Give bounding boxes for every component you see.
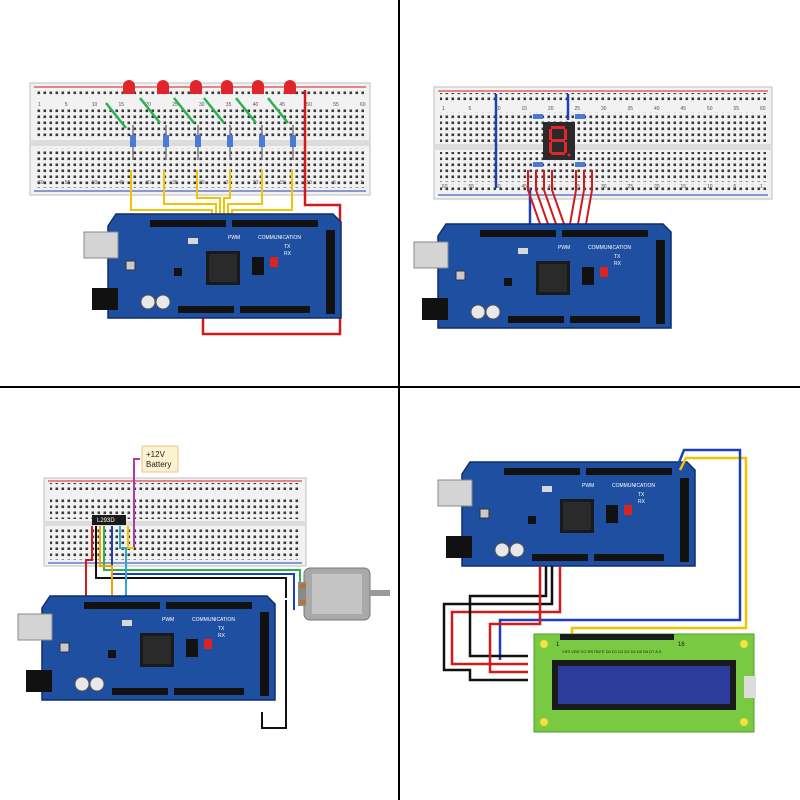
dc-motor: [298, 567, 390, 621]
panel-dc-motor: +12V Battery L293D: [17, 445, 390, 729]
breadboard-number: 20: [548, 106, 554, 112]
breadboard-number: 5: [65, 102, 68, 108]
breadboard-number: 35: [172, 180, 178, 186]
breadboard-number: 25: [575, 106, 581, 112]
resistors: [533, 114, 585, 167]
breadboard-number: 45: [280, 102, 286, 108]
breadboard-number: 55: [734, 106, 740, 112]
led-5: [252, 80, 264, 94]
breadboard-column-numbers: 1605551050154520402535303035254020451550…: [38, 102, 366, 186]
breadboard-number: 40: [145, 180, 151, 186]
breadboard: [43, 477, 307, 567]
breadboard-number: 55: [469, 184, 475, 190]
breadboard-number: 35: [628, 106, 634, 112]
breadboard-number: 45: [119, 180, 125, 186]
chip-label: L293D: [97, 518, 115, 524]
panel-led-chaser: 1605551050154520402535303035254020451550…: [29, 80, 371, 336]
led-row: [123, 80, 296, 94]
breadboard-number: 10: [306, 180, 312, 186]
breadboard-number: 60: [442, 184, 448, 190]
breadboard-number: 25: [628, 184, 634, 190]
arduino-mega-board: [413, 223, 672, 329]
lcd-pin-start: 1: [556, 642, 560, 648]
arduino-mega-board: [83, 213, 342, 319]
breadboard-number: 60: [760, 106, 766, 112]
led-1: [123, 80, 135, 94]
breadboard-number: 50: [306, 102, 312, 108]
battery-label-box: +12V Battery: [141, 445, 179, 473]
breadboard-number: 45: [681, 106, 687, 112]
breadboard-number: 50: [92, 180, 98, 186]
breadboard-number: 60: [360, 102, 366, 108]
battery-label-line1: +12V: [146, 450, 166, 459]
arduino-mega-board: [437, 461, 696, 567]
breadboard-number: 1: [442, 106, 445, 112]
resistors: [130, 125, 296, 160]
green-wires: [105, 97, 289, 129]
breadboard-number: 35: [226, 102, 232, 108]
breadboard-number: 55: [65, 180, 71, 186]
power-wires: [442, 566, 562, 682]
breadboard-number: 50: [707, 106, 713, 112]
led-3: [190, 80, 202, 94]
battery-label-line2: Battery: [146, 460, 171, 469]
breadboard: [433, 86, 773, 200]
breadboard-number: 40: [253, 102, 259, 108]
lcd-1602-module: 1 16 VSS VDD VO RS RW E D0 D1 D2 D3 D4 D…: [533, 633, 756, 733]
breadboard-number: 35: [575, 184, 581, 190]
purple-wire: [133, 458, 140, 548]
breadboard-number: 40: [548, 184, 554, 190]
seven-segment-display: [543, 122, 575, 160]
breadboard-number: 25: [226, 180, 232, 186]
breadboard-number: 10: [495, 106, 501, 112]
panel-lcd: 1 16 VSS VDD VO RS RW E D0 D1 D2 D3 D4 D…: [437, 448, 756, 733]
breadboard-number: 10: [707, 184, 713, 190]
led-4: [221, 80, 233, 94]
breadboard-number: 40: [654, 106, 660, 112]
red-wires: [527, 170, 593, 225]
breadboard-number: 25: [172, 102, 178, 108]
breadboard-number: 5: [469, 106, 472, 112]
breadboard-number: 5: [734, 184, 737, 190]
breadboard-column-numbers: 1605551050154520402535303035254020451550…: [442, 106, 766, 190]
breadboard-number: 1: [360, 180, 363, 186]
breadboard-number: 30: [199, 180, 205, 186]
black-wire: [261, 600, 287, 729]
i2c-wires: [498, 448, 748, 660]
breadboard-number: 45: [522, 184, 528, 190]
led-2: [157, 80, 169, 94]
breadboard-number: 30: [601, 184, 607, 190]
led-6: [284, 80, 296, 94]
breadboard-number: 5: [333, 180, 336, 186]
arduino-mega-board: [17, 595, 276, 701]
breadboard-number: 1: [38, 102, 41, 108]
breadboard-number: 55: [333, 102, 339, 108]
breadboard-number: 60: [38, 180, 44, 186]
breadboard-number: 50: [495, 184, 501, 190]
breadboard-number: 10: [92, 102, 98, 108]
breadboard-number: 20: [253, 180, 259, 186]
breadboard: [29, 82, 371, 196]
breadboard-number: 15: [522, 106, 528, 112]
breadboard-number: 15: [119, 102, 125, 108]
lcd-pin-end: 16: [678, 642, 685, 648]
breadboard-number: 30: [601, 106, 607, 112]
breadboard-number: 1: [760, 184, 763, 190]
breadboard-number: 20: [654, 184, 660, 190]
breadboard-number: 20: [145, 102, 151, 108]
lcd-pin-labels: VSS VDD VO RS RW E D0 D1 D2 D3 D4 D5 D6 …: [562, 649, 662, 654]
breadboard-number: 15: [280, 180, 286, 186]
breadboard-number: 30: [199, 102, 205, 108]
panel-seven-segment: 1605551050154520402535303035254020451550…: [413, 86, 773, 329]
breadboard-number: 15: [681, 184, 687, 190]
l293d-chip: L293D: [92, 515, 126, 525]
